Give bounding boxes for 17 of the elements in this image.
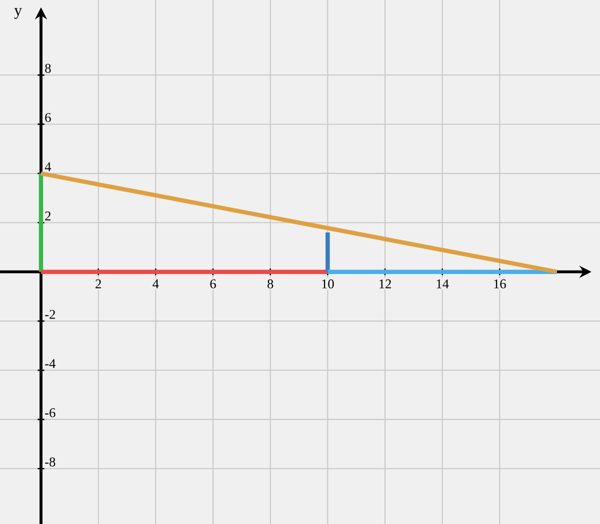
x-tick-label: 4 <box>152 279 159 288</box>
x-tick-label: 2 <box>96 279 101 288</box>
x-tick-label: 10 <box>322 279 334 288</box>
x-tick-label: 6 <box>210 279 216 288</box>
y-tick-label: -6 <box>45 408 56 418</box>
y-axis-title: y <box>14 8 22 19</box>
x-tick-label: 12 <box>380 279 391 288</box>
y-tick-label: -2 <box>45 310 55 319</box>
y-tick-label: 6 <box>45 113 51 122</box>
y-tick-label: -4 <box>45 359 56 368</box>
y-tick-label: 2 <box>45 212 51 220</box>
y-tick-label: 4 <box>44 162 52 172</box>
x-tick-label: 14 <box>436 279 449 288</box>
x-tick-label: 16 <box>494 279 506 288</box>
x-tick-label: 8 <box>268 279 274 288</box>
y-tick-label: 8 <box>45 64 51 73</box>
y-tick-label: -8 <box>45 457 56 466</box>
